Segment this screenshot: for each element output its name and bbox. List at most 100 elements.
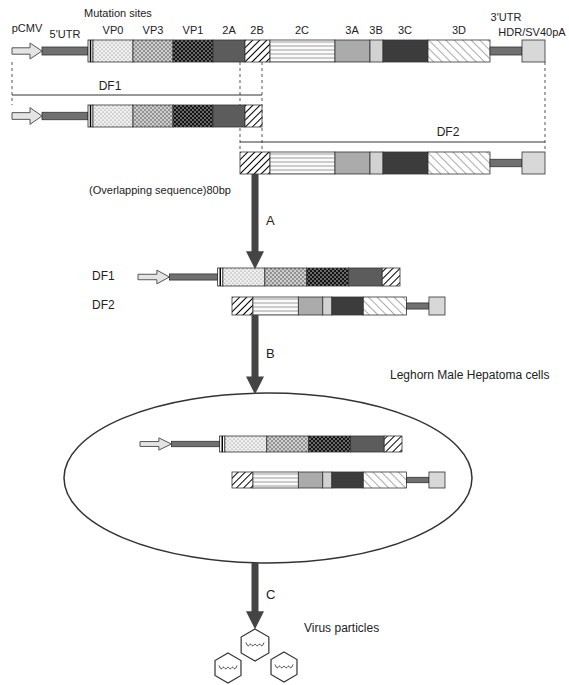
genome-segment: HDR/SV40pA: [522, 40, 545, 62]
gene-segment: [173, 105, 213, 127]
node-shape: [270, 40, 335, 62]
annotation-text: (Overlapping sequence)80bp: [89, 184, 231, 197]
node-shape: [213, 40, 245, 62]
gene-segment: [429, 472, 445, 488]
node-label: 3'UTR: [491, 11, 522, 24]
gene-segment: [253, 472, 298, 488]
node-shape: [240, 152, 545, 174]
node-label: Leghorn Male Hepatoma cells: [390, 369, 549, 382]
node-shape: [173, 40, 213, 62]
node-shape: [88, 40, 93, 62]
process-arrow: [252, 563, 259, 618]
dna-fragment: DF1: [12, 105, 262, 127]
node-label: 2C: [295, 24, 309, 37]
step-label: C: [266, 587, 275, 602]
gene-segment: [407, 477, 429, 482]
node-label: DF1: [99, 80, 122, 93]
node-shape: [133, 40, 173, 62]
mutation-line: [90, 105, 92, 127]
dna-fragment: DF1: [138, 268, 400, 286]
node-label: VP1: [183, 24, 204, 37]
gene-segment: [223, 268, 265, 286]
gene-segment: [42, 47, 88, 55]
gene-segment: [133, 40, 173, 62]
node-shape: [522, 40, 545, 62]
virion-capsid: [215, 653, 241, 683]
gene-segment: [522, 152, 545, 174]
node-label: 2B: [250, 24, 263, 37]
node-label: VP3: [143, 24, 164, 37]
node-shape: [245, 40, 270, 62]
mutation-line: [220, 268, 222, 286]
node-shape: [63, 392, 473, 564]
node-shape: [490, 47, 522, 55]
dna-fragment: DF2: [240, 152, 545, 174]
genome-segment: 3A: [335, 40, 370, 62]
gene-segment: [169, 274, 217, 280]
gene-segment: [232, 472, 253, 488]
gene-segment: [522, 40, 545, 62]
gene-segment: [42, 112, 88, 119]
mutation-mark: [88, 105, 93, 127]
gene-segment: [428, 40, 490, 62]
node-shape: [208, 628, 304, 684]
node-label: 3B: [369, 24, 382, 37]
gene-segment: [270, 152, 335, 174]
gene-segment: [349, 268, 383, 286]
mutation-line: [222, 436, 224, 452]
node-label: DF2: [437, 126, 460, 139]
node-label: 5'UTR: [50, 28, 81, 41]
node-label: Virus particles: [304, 622, 379, 635]
viral-genome: [275, 665, 293, 668]
step-label: A: [266, 213, 275, 228]
gene-segment: [93, 105, 133, 127]
gene-segment: [429, 297, 445, 315]
gene-segment: [298, 472, 322, 488]
gene-segment: [225, 436, 267, 452]
gene-segment: [490, 159, 522, 166]
process-arrow: [252, 174, 259, 258]
gene-segment: [407, 303, 429, 309]
node-shape: [428, 40, 490, 62]
gene-segment: [383, 152, 428, 174]
node-label: 2A: [222, 24, 235, 37]
gene-segment: [245, 40, 270, 62]
genome-segment: 3B: [370, 40, 383, 62]
node-shape: [42, 47, 88, 55]
genome-segment: 3D: [428, 40, 490, 62]
mutation-line: [90, 40, 92, 62]
node-shape: [370, 40, 383, 62]
promoter-arrow: [140, 438, 171, 450]
mutation-mark: [218, 268, 223, 286]
promoter-arrow: [138, 270, 169, 284]
gene-segment: [363, 297, 406, 315]
cell-outline: [64, 393, 472, 563]
gene-segment: [171, 441, 219, 446]
node-shape: [232, 297, 445, 315]
gene-segment: [213, 40, 245, 62]
virion-capsid: [271, 652, 297, 682]
projection-lines: [12, 62, 545, 152]
bracket-line: [12, 95, 262, 96]
virus-group: Virus particles: [208, 628, 304, 684]
gene-segment: [370, 152, 383, 174]
promoter-arrow: [12, 43, 42, 59]
node-label: DF1: [92, 270, 115, 283]
genome-segment: VP0: [93, 40, 133, 62]
process-arrow: [252, 315, 259, 383]
gene-segment: [307, 268, 349, 286]
gene-segment: [245, 105, 262, 127]
mutation-mark: [220, 436, 225, 452]
dashed-guide: [545, 62, 546, 152]
bracket-line: [240, 142, 545, 143]
gene-segment: [267, 436, 309, 452]
genome-segment: 2B: [245, 40, 270, 62]
gene-segment: [332, 472, 363, 488]
gene-segment: [309, 436, 351, 452]
genome-segment: Mutation sites: [88, 40, 93, 62]
viral-genome: [246, 643, 264, 646]
